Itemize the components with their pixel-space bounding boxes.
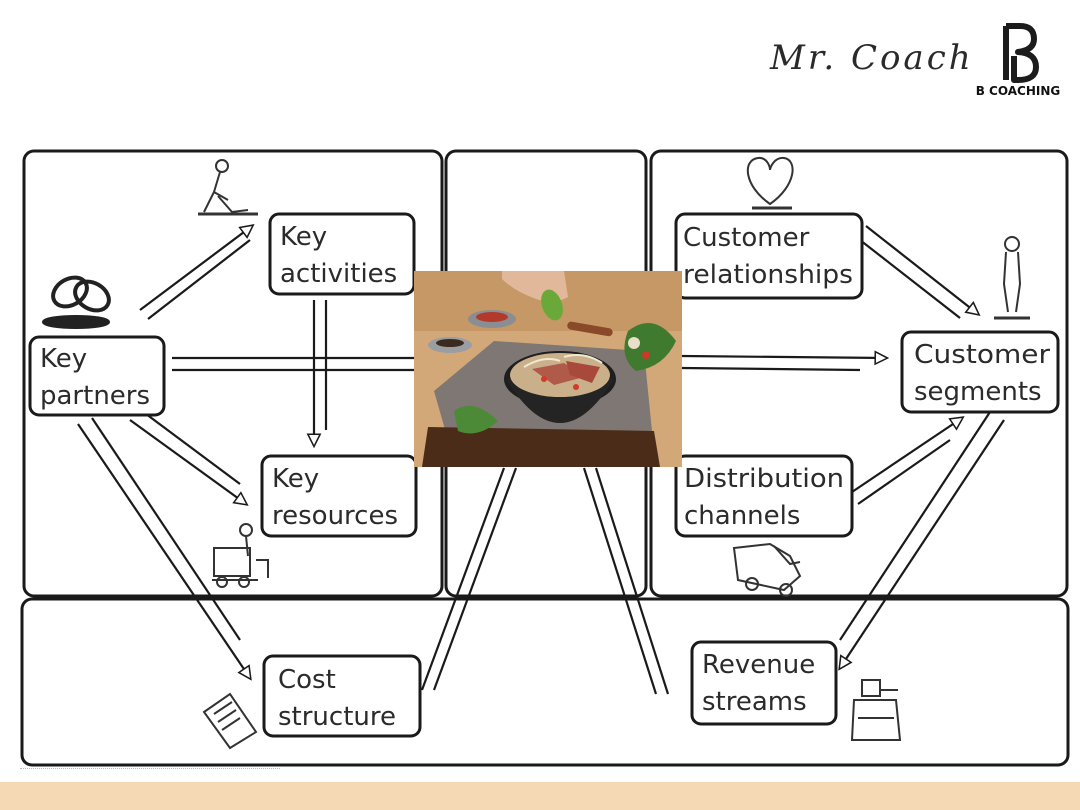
label-key-resources-1: Key xyxy=(272,464,319,494)
b-coaching-logo-icon xyxy=(1003,23,1039,83)
worker-icon xyxy=(198,159,258,216)
chain-links-icon xyxy=(42,275,111,329)
box-cost-structure xyxy=(262,654,422,738)
arrow-activities-to-resources xyxy=(314,300,328,445)
label-revenue-streams-1: Revenue xyxy=(702,650,815,680)
arrow-segments-to-revenue xyxy=(840,411,1005,668)
label-distribution-channels-1: Distribution xyxy=(684,464,844,494)
heart-icon xyxy=(746,156,794,210)
box-customer-relationships xyxy=(674,212,864,300)
label-boxes xyxy=(28,212,1060,738)
label-key-partners-2: partners xyxy=(40,381,150,411)
label-cost-structure-1: Cost xyxy=(278,665,336,695)
label-customer-segments-1: Customer xyxy=(914,340,1050,370)
box-revenue-streams xyxy=(690,640,838,726)
box-key-activities xyxy=(268,212,416,296)
arrow-relationships-to-segments xyxy=(859,225,978,319)
label-cost-structure-2: structure xyxy=(278,702,396,732)
label-texts: Key partners Key activities Key resource… xyxy=(40,222,1050,732)
truck-icon xyxy=(732,542,802,597)
frame-bottom xyxy=(20,597,1070,767)
label-customer-segments-2: segments xyxy=(914,377,1042,407)
label-key-activities-2: activities xyxy=(280,259,397,289)
cash-register-icon xyxy=(850,679,902,741)
label-revenue-streams-2: streams xyxy=(702,687,807,717)
food-photo-illustration xyxy=(414,271,682,467)
label-customer-relationships-2: relationships xyxy=(683,260,853,290)
arrow-partners-to-resources xyxy=(129,407,246,504)
box-key-partners xyxy=(28,335,166,417)
arrow-partners-to-activities xyxy=(139,226,252,320)
receipt-icon xyxy=(202,692,258,750)
box-key-resources xyxy=(260,454,418,538)
box-customer-segments xyxy=(900,330,1060,414)
arrow-value-to-revenue xyxy=(582,467,670,695)
box-distribution-channels xyxy=(674,454,854,538)
arrow-partners-to-value xyxy=(172,356,414,372)
footer-band xyxy=(0,782,1080,810)
label-key-activities-1: Key xyxy=(280,222,327,252)
arrow-channels-to-segments xyxy=(851,418,962,505)
arrow-value-to-cost xyxy=(420,467,518,691)
label-customer-relationships-1: Customer xyxy=(683,223,810,253)
label-key-partners-1: Key xyxy=(40,344,87,374)
person-icon xyxy=(994,236,1030,320)
pho-noodle-soup-photo xyxy=(414,271,682,467)
brand-name: B COACHING xyxy=(975,84,1061,98)
forklift-icon xyxy=(212,523,269,588)
arrow-partners-to-cost xyxy=(77,417,250,678)
arrow-value-to-segments xyxy=(681,356,886,372)
brand-script-title: Mr. Coach xyxy=(770,38,974,78)
canvas-arrows xyxy=(77,225,1005,695)
label-distribution-channels-2: channels xyxy=(684,501,800,531)
label-key-resources-2: resources xyxy=(272,501,398,531)
source-watermark-line xyxy=(20,768,280,773)
